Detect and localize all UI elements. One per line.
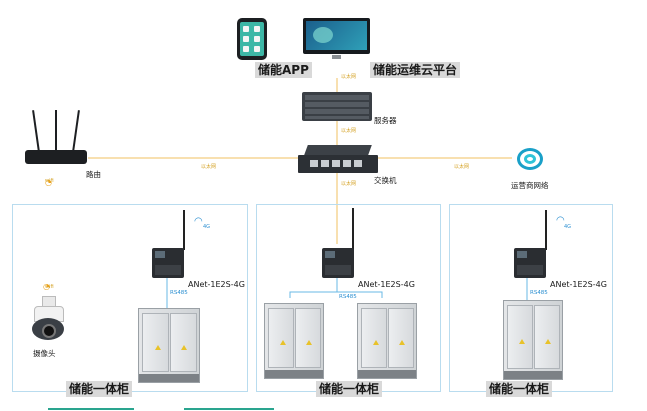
group-2-rs485-tag: RS485	[339, 294, 357, 300]
group-1-wifi-icon: ◠	[194, 216, 203, 227]
monitor-icon	[303, 18, 370, 60]
group-1-model-label: ANet-1E2S-4G	[188, 280, 245, 289]
group-1-rs485-tag: RS485	[170, 290, 188, 296]
group-3-cabinet	[503, 300, 563, 380]
carrier-logo-icon	[515, 144, 545, 174]
group-3-gateway-device	[514, 248, 546, 278]
group-2-antenna	[352, 208, 354, 250]
carrier-label: 运营商网络	[511, 181, 549, 190]
group-3-rs485-tag: RS485	[530, 290, 548, 296]
group-3-title: 储能一体柜	[486, 381, 553, 397]
group-2-cabinet-1	[264, 303, 324, 379]
phone-icon	[237, 18, 267, 60]
switch-icon	[298, 145, 378, 173]
router-label: 路由	[86, 170, 101, 179]
router-icon	[25, 110, 87, 168]
ethernet-tag-carrier: 以太网	[454, 164, 470, 170]
group-2-model-label: ANet-1E2S-4G	[358, 280, 415, 289]
group-3-4g-tag: 4G	[564, 224, 572, 230]
group-1-title: 储能一体柜	[66, 381, 133, 397]
router-wifi-icon: ◔	[45, 178, 52, 187]
group-3-antenna	[545, 210, 547, 250]
group-2-gateway-device	[322, 248, 354, 278]
ethernet-tag-cloud: 以太网	[341, 74, 357, 80]
ethernet-tag-group: 以太网	[341, 181, 357, 187]
group-3-wifi-icon: ◠	[556, 215, 565, 226]
bottom-bar-2	[184, 408, 274, 410]
server-icon	[302, 92, 372, 121]
app-label: 储能APP	[255, 62, 312, 78]
rs485-line-2	[289, 291, 383, 298]
group-1-antenna	[183, 210, 185, 250]
router-wifi-tag: wifi	[45, 178, 54, 184]
group-1-gateway-device	[152, 248, 184, 278]
group-2-cabinet-2	[357, 303, 417, 379]
server-label: 服务器	[374, 116, 397, 125]
bottom-bar-1	[48, 408, 134, 410]
ethernet-tag-router: 以太网	[201, 164, 217, 170]
group-2-title: 储能一体柜	[316, 381, 383, 397]
switch-label: 交换机	[374, 176, 397, 185]
camera-label: 摄像头	[33, 349, 56, 358]
camera-wifi-icon: ◔	[43, 282, 50, 291]
camera-wifi-tag: wifi	[45, 284, 54, 290]
group-1-cabinet	[138, 308, 200, 383]
group-3-model-label: ANet-1E2S-4G	[550, 280, 607, 289]
group-1-4g-tag: 4G	[203, 224, 211, 230]
cloud-platform-label: 储能运维云平台	[370, 62, 461, 78]
ethernet-tag-server: 以太网	[341, 128, 357, 134]
camera-icon	[30, 296, 66, 342]
